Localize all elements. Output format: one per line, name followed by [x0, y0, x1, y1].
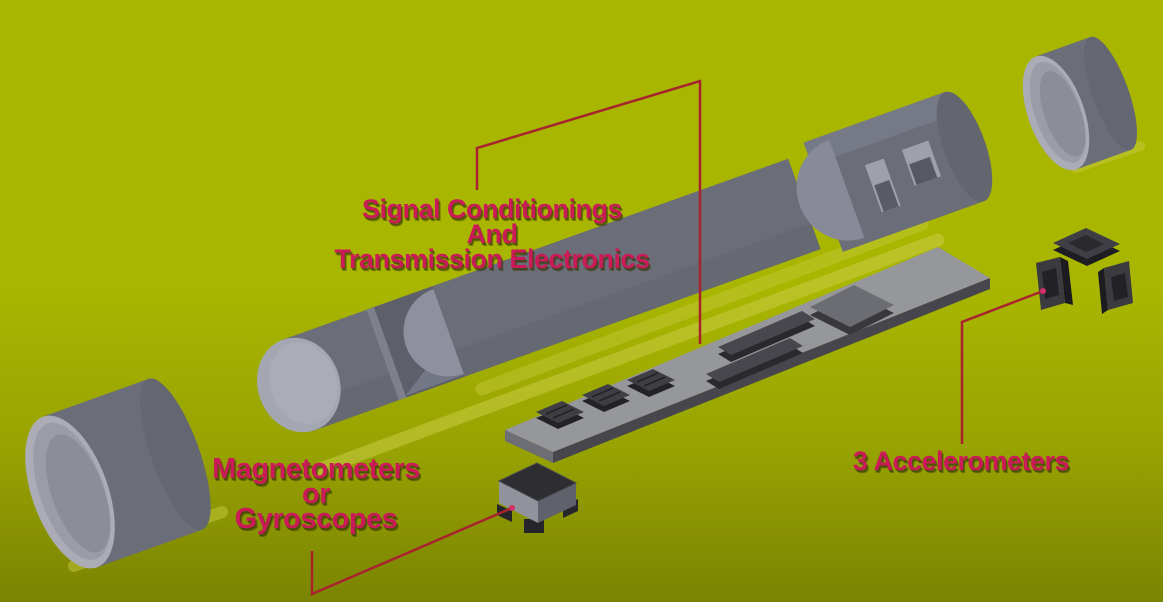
chip-ridge [552, 408, 575, 419]
electronics-housing-end [936, 91, 993, 202]
chip-ridge [591, 387, 614, 398]
chip-ridge [598, 391, 621, 402]
label-signal-conditioning-electronics: Signal Conditionings And Transmission El… [334, 194, 650, 274]
box-left-face [499, 481, 538, 523]
box-right-face [538, 483, 576, 523]
cylinder-inner-shade [1039, 71, 1086, 157]
label-line-1: Signal Conditionings [362, 194, 622, 224]
leader-lines [310, 79, 1046, 596]
leader-magnetometers [310, 506, 513, 596]
magnetometer-gyroscope-chip [497, 462, 578, 533]
chip-inner [1111, 273, 1128, 301]
box-top-face [497, 462, 578, 502]
electronics-housing-roof [803, 92, 953, 166]
accelerometer-chips [1036, 228, 1133, 314]
label-line-3: Gyroscopes [234, 503, 398, 535]
tube-cut-face [366, 307, 407, 401]
small-chip-3 [627, 369, 675, 397]
board-left-edge [505, 430, 553, 463]
accelerometer-left [1036, 257, 1073, 310]
small-chip-2 [582, 384, 630, 412]
leader-accelerometers [960, 289, 1044, 444]
housing-dome-face [796, 139, 865, 241]
end-cap-cylinder-bottom-left [25, 378, 211, 569]
bulkhead-disc [403, 289, 464, 377]
accelerometer-right [1098, 261, 1133, 314]
cylinder-inner-shade [45, 434, 111, 553]
chip-ridge [643, 376, 666, 387]
chip-inner [1068, 235, 1104, 252]
chip-ridge [636, 372, 659, 383]
label-line-1: Magnetometers [212, 453, 420, 485]
board-front-edge [553, 278, 990, 463]
long-chip-2 [718, 311, 815, 362]
chip-top [718, 311, 815, 355]
circuit-board [505, 247, 990, 463]
label-line-3: Transmission Electronics [334, 244, 650, 274]
chip-side [1098, 268, 1108, 314]
housing-window-inner [909, 156, 938, 186]
chip-inner [1042, 268, 1059, 299]
tube-shadow-stripe [311, 233, 945, 477]
tube-end-cap-highlight [269, 342, 338, 425]
chip-top [627, 369, 675, 391]
leader-signal-electronics [475, 79, 702, 344]
label-3-accelerometers: 3 Accelerometers [852, 446, 1070, 476]
large-chip [810, 285, 894, 335]
chip-side [1060, 257, 1073, 305]
chip-top [536, 401, 584, 423]
housing-opening-tall-inner [874, 179, 899, 212]
label-line-2: And [466, 219, 518, 249]
label-line-1: 3 Accelerometers [852, 446, 1070, 476]
small-chip-1 [536, 401, 584, 429]
accelerometer-flat [1053, 228, 1120, 266]
chip-ridge [545, 404, 568, 415]
cylinder-far-end [140, 378, 211, 530]
chip-top [810, 285, 894, 327]
tube-shadow-stripe-2 [475, 217, 929, 396]
chip-top [582, 384, 630, 406]
chip-top [706, 338, 803, 382]
box-foot [497, 504, 512, 522]
leader-tip-magnetometers [509, 505, 515, 511]
cylinder-far-end [1084, 36, 1137, 151]
label-line-2: or [301, 478, 330, 510]
end-cap-cylinder-top-right [1022, 36, 1137, 171]
label-magnetometers-gyroscopes: Magnetometers or Gyroscopes [212, 453, 420, 535]
long-chip-1 [706, 338, 803, 389]
leader-tip-accelerometers [1040, 288, 1046, 294]
main-tube-housing [256, 91, 993, 433]
